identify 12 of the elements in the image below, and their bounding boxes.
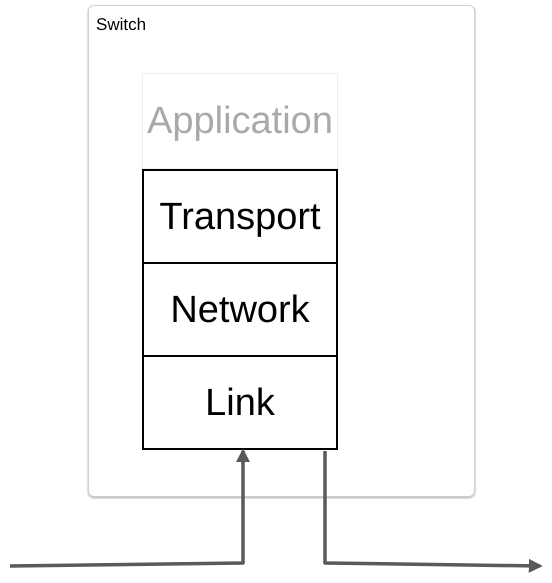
layer-box	[142, 355, 338, 450]
arrow	[10, 448, 250, 568]
layer-box	[142, 262, 338, 357]
layer-label: Transport	[159, 198, 321, 236]
device-container	[88, 5, 475, 497]
layer-box	[142, 73, 338, 169]
layer-box	[142, 169, 338, 264]
layer-label: Application	[147, 102, 333, 140]
container-title: Switch	[96, 16, 146, 33]
arrow	[323, 451, 543, 573]
layer-label: Network	[170, 290, 310, 328]
layer-label: Link	[205, 384, 275, 422]
